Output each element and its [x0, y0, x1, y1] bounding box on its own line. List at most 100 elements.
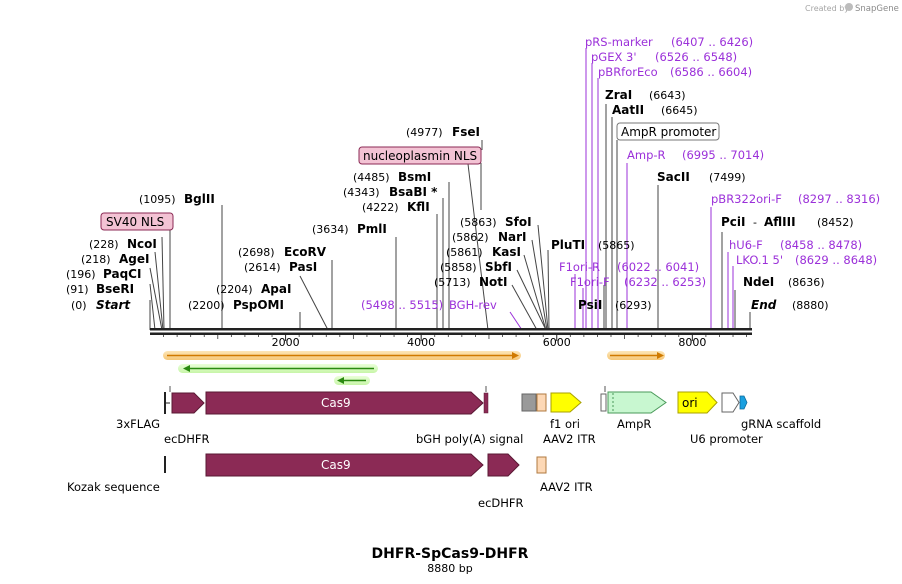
restriction-sites-right: PluTI (5865) PsiI (6293) SacII (7499) Zr…: [551, 88, 854, 312]
feature-nls-block: [483, 392, 489, 414]
feature-ecdhfr-arrow: [171, 392, 205, 414]
primers: pRS-marker (6407 .. 6426) pGEX 3' (6526 …: [361, 35, 880, 312]
feature-cas9-main-label: Cas9: [321, 396, 351, 410]
ampr-promoter-box: [616, 122, 720, 141]
label-3xflag: 3xFLAG: [116, 417, 160, 431]
site-agei-label: AgeI: [119, 252, 149, 266]
site-bglii-pos: (1095): [139, 193, 176, 206]
ruler-top-line: [150, 328, 752, 331]
label-bgh-polya: bGH poly(A) signal: [416, 432, 523, 446]
ruler-label-2000: 2000: [272, 336, 300, 349]
ruler-minor-ticks: [163, 335, 747, 339]
nucleoplasmin-nls-label: nucleoplasmin NLS: [363, 149, 477, 163]
feature-cas9-main-arrow: [205, 391, 484, 415]
ruler-bottom-line: [150, 332, 752, 335]
site-sbfi-pos: (5858): [440, 261, 477, 274]
site-agei-pos: (218): [81, 253, 111, 266]
feature-row-1-labels: 3xFLAG ecDHFR bGH poly(A) signal f1 ori …: [116, 417, 821, 446]
label-ecdhfr: ecDHFR: [164, 432, 210, 446]
feature-grna-scaffold-arrow: [739, 395, 748, 410]
site-sacii-pos: (7499): [709, 171, 746, 184]
site-pasi-label: PasI: [289, 260, 317, 274]
site-bsabi-label: BsaBI *: [389, 185, 438, 199]
watermark-brand: SnapGene: [855, 4, 899, 14]
site-start-label: Start: [96, 298, 131, 312]
label-ecdhfr-second: ecDHFR: [478, 496, 524, 510]
snapgene-logo-icon: [845, 3, 853, 11]
site-zrai-label: ZraI: [605, 88, 632, 102]
site-apai-pos: (2204): [216, 283, 253, 296]
site-psii-pos: (6293): [615, 299, 652, 312]
site-start-pos: (0): [71, 299, 87, 312]
site-zrai-pos: (6643): [649, 89, 686, 102]
site-fsei-label: FseI: [452, 125, 480, 139]
feature-ori-label: ori: [682, 396, 698, 410]
ruler-label-4000: 4000: [407, 336, 435, 349]
site-pspomi-pos: (2200): [188, 299, 225, 312]
boxed-features: SV40 NLS nucleoplasmin NLS AmpR promoter: [100, 122, 720, 231]
primer-pgex3-range: (6526 .. 6548): [655, 50, 737, 64]
site-pcii-label: PciI: [721, 215, 746, 229]
site-bseri-pos: (91): [66, 283, 89, 296]
primer-hu6-f-range: (8458 .. 8478): [780, 238, 862, 252]
primer-amp-r-range: (6995 .. 7014): [682, 148, 764, 162]
primer-bgh-rev-label: BGH-rev: [449, 298, 497, 312]
site-kasi-label: KasI: [492, 245, 521, 259]
orf-tracks: [163, 351, 665, 385]
site-pspomi-label: PspOMI: [233, 298, 284, 312]
label-kozak: Kozak sequence: [67, 480, 160, 494]
site-fsei-pos: (4977): [406, 126, 443, 139]
primer-pbrforeco-label: pBRforEco: [598, 65, 658, 79]
site-end-pos: (8880): [792, 299, 829, 312]
feature-f1ori-arrow: [550, 392, 582, 413]
site-ndei-pos: (8636): [788, 276, 825, 289]
site-noti-label: NotI: [479, 275, 508, 289]
feature-cas9-second-label: Cas9: [321, 458, 351, 472]
primer-amp-r-label: Amp-R: [627, 148, 666, 162]
primer-prs-marker-label: pRS-marker: [585, 35, 653, 49]
site-pcii-pos: (8452): [817, 216, 854, 229]
site-ecorv-pos: (2698): [238, 246, 275, 259]
site-aatii-pos: (6645): [661, 104, 698, 117]
site-kfli-pos: (4222): [362, 201, 399, 214]
feature-aav2-itr-box: [536, 393, 547, 412]
primer-f1ori-r-range: (6022 .. 6041): [617, 260, 699, 274]
site-paqci-pos: (196): [66, 268, 96, 281]
feature-row-2: Cas9: [164, 453, 547, 477]
site-noti-pos: (5713): [434, 276, 471, 289]
site-aatii-label: AatII: [612, 103, 644, 117]
orf-green-long-arrowhead: [183, 365, 190, 372]
site-ncoi-pos: (228): [89, 238, 119, 251]
site-kasi-pos: (5861): [446, 246, 483, 259]
site-pcii-dash: -: [753, 216, 757, 229]
primer-lko1-label: LKO.1 5': [736, 253, 783, 267]
primer-pbr322ori-f-label: pBR322ori-F: [711, 192, 782, 206]
site-end-label: End: [751, 298, 777, 312]
sv40-nls-label: SV40 NLS: [106, 215, 164, 229]
primer-prs-marker-range: (6407 .. 6426): [671, 35, 753, 49]
site-bsmi-pos: (4485): [353, 171, 390, 184]
site-pmli-pos: (3634): [312, 223, 349, 236]
map-title: DHFR-SpCas9-DHFR 8880 bp: [372, 546, 529, 575]
label-aav2-itr-second: AAV2 ITR: [540, 480, 593, 494]
site-paqci-label: PaqCI: [103, 267, 141, 281]
ruler-label-6000: 6000: [543, 336, 571, 349]
site-ndei-label: NdeI: [743, 275, 774, 289]
restriction-sites-left: (0) Start (91) BseRI (196) PaqCI (218) A…: [66, 125, 532, 312]
site-nari-label: NarI: [498, 230, 527, 244]
label-aav2-itr: AAV2 ITR: [543, 432, 596, 446]
primer-leader-lines: [509, 48, 734, 331]
feature-cas9-second-arrow: [205, 453, 484, 477]
label-f1-ori: f1 ori: [550, 417, 580, 431]
site-bsabi-pos: (4343): [343, 186, 380, 199]
primer-lko1-range: (8629 .. 8648): [795, 253, 877, 267]
feature-bgh-polya-box: [521, 393, 537, 412]
plasmid-length: 8880 bp: [427, 562, 472, 575]
site-apai-label: ApaI: [261, 282, 291, 296]
site-pluti-pos: (5865): [598, 239, 635, 252]
site-psii-label: PsiI: [578, 298, 602, 312]
site-ecorv-label: EcoRV: [284, 245, 327, 259]
